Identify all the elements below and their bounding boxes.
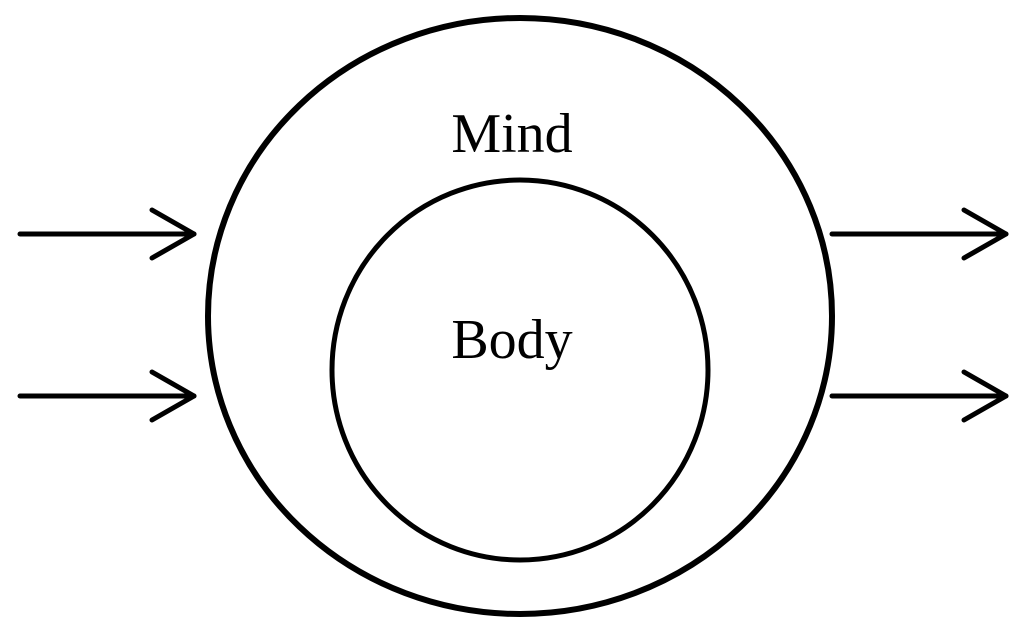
input-arrow-top (17, 207, 197, 261)
mind-circle (205, 15, 835, 617)
body-circle (329, 177, 711, 563)
body-label: Body (451, 309, 572, 371)
input-arrow-bottom (17, 369, 197, 423)
mind-label: Mind (451, 103, 572, 165)
output-arrow-top (829, 207, 1009, 261)
output-arrow-bottom (829, 369, 1009, 423)
